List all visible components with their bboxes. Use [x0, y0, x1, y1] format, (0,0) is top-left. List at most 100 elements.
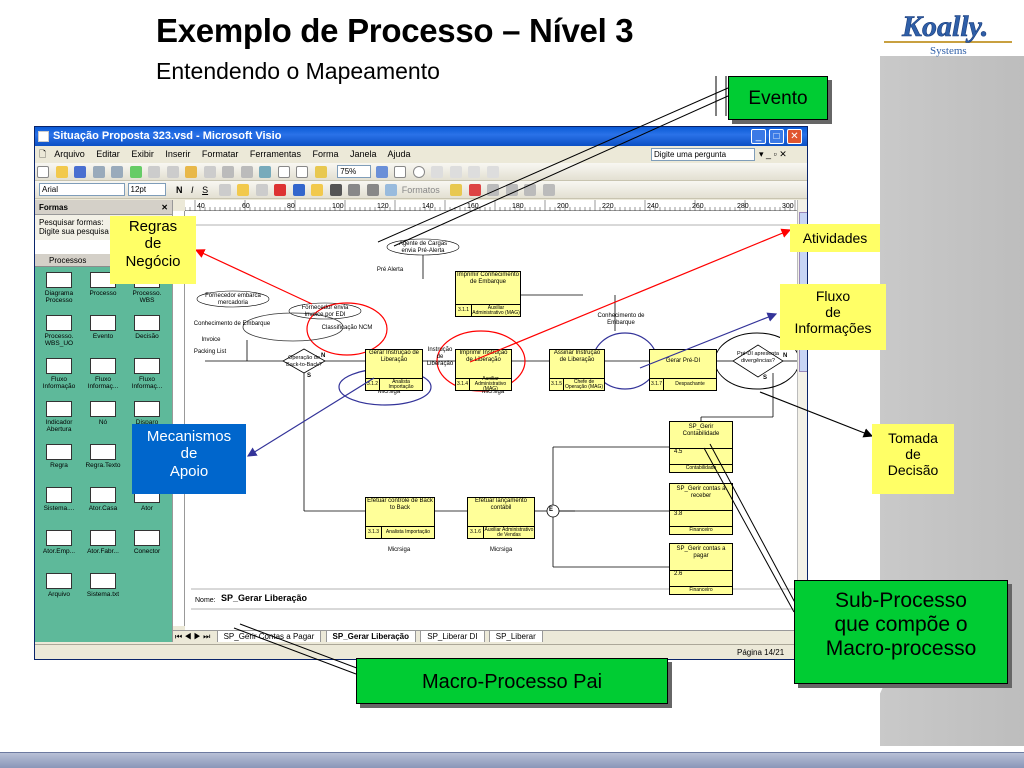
stencil-shape[interactable]: Sistema....: [37, 487, 81, 512]
tab-liberar-di[interactable]: SP_Liberar DI: [420, 631, 485, 642]
delete-icon[interactable]: [203, 166, 216, 178]
preview-icon[interactable]: [111, 166, 124, 178]
menu-editar[interactable]: Editar: [96, 149, 120, 159]
stencil-shape[interactable]: Arquivo: [37, 573, 81, 598]
stencil-shape[interactable]: Indicador Abertura: [37, 401, 81, 433]
align-right-icon[interactable]: [255, 184, 268, 196]
freeform-tool-icon[interactable]: [468, 166, 481, 178]
stencil-shape[interactable]: Regra: [37, 444, 81, 469]
menu-janela[interactable]: Janela: [350, 149, 377, 159]
text-tool-icon[interactable]: [296, 166, 309, 178]
drawing-canvas[interactable]: Agente de Cargas envia Pré-Alerta Fornec…: [185, 211, 797, 630]
formats-icon[interactable]: [385, 184, 398, 196]
undo-icon[interactable]: [222, 166, 235, 178]
group-icon[interactable]: [524, 184, 537, 196]
line-color-icon[interactable]: [292, 184, 305, 196]
redo-icon[interactable]: [240, 166, 253, 178]
menu-formatar[interactable]: Formatar: [201, 149, 239, 159]
menu-exibir[interactable]: Exibir: [131, 149, 154, 159]
tab-gerir-contas[interactable]: SP_Gerir Contas a Pagar: [216, 631, 322, 642]
stencil-shape[interactable]: Ator.Fabr...: [81, 530, 125, 555]
bold-button[interactable]: N: [176, 185, 183, 195]
theme-icon[interactable]: [450, 184, 463, 196]
copy-icon[interactable]: [166, 166, 179, 178]
menu-inserir[interactable]: Inserir: [165, 149, 191, 159]
print-icon[interactable]: [92, 166, 105, 178]
rotate-icon[interactable]: [542, 184, 555, 196]
line-pattern-icon[interactable]: [348, 184, 361, 196]
stencil-shape[interactable]: Fluxo Informaç...: [81, 358, 125, 390]
tab-liberar[interactable]: SP_Liberar: [488, 631, 543, 642]
tab-gerar-liberacao[interactable]: SP_Gerar Liberação: [325, 631, 417, 642]
italic-button[interactable]: I: [191, 185, 194, 195]
rectangle-tool-icon[interactable]: [394, 166, 407, 178]
stencil-shape[interactable]: Sistema.txt: [81, 573, 125, 598]
stencil-shape[interactable]: Conector: [125, 530, 169, 555]
font-select[interactable]: Arial: [39, 183, 125, 196]
decision-back-to-back[interactable]: Operação de Back-to-Back?: [286, 355, 322, 368]
process-name-value[interactable]: SP_Gerar Liberação: [221, 593, 308, 603]
stencil-shape[interactable]: Processo: [81, 272, 125, 297]
help-icon[interactable]: [375, 166, 388, 178]
zoom-select[interactable]: 75%: [337, 165, 372, 178]
connector-tool-icon[interactable]: [277, 166, 290, 178]
open-icon[interactable]: [55, 166, 68, 178]
close-panel-icon[interactable]: ✕: [161, 203, 168, 212]
send-back-icon[interactable]: [505, 184, 518, 196]
event-embarca[interactable]: Fornecedor embarca mercadoria: [205, 293, 261, 306]
stencil-shape[interactable]: Decisão: [125, 315, 169, 340]
help-dropdown-icon[interactable]: ▾ _ ▫ ✕: [759, 149, 787, 159]
stencil-shape[interactable]: Fluxo Informação: [37, 358, 81, 390]
font-color-icon[interactable]: [274, 184, 287, 196]
menu-ferramentas[interactable]: Ferramentas: [249, 149, 301, 159]
align-left-icon[interactable]: [218, 184, 231, 196]
event-invoice-edi[interactable]: Fornecedor envia Invoice por EDI: [301, 305, 349, 318]
menu-ajuda[interactable]: Ajuda: [387, 149, 411, 159]
spelling-icon[interactable]: [129, 166, 142, 178]
help-question-input[interactable]: Digite uma pergunta: [651, 148, 755, 161]
menu-arquivo[interactable]: Arquivo: [54, 149, 85, 159]
stencil-shape[interactable]: Fluxo Informaç...: [125, 358, 169, 390]
stencil-icon[interactable]: [314, 166, 327, 178]
pointer-tool-icon[interactable]: [259, 166, 272, 178]
new-icon[interactable]: [37, 166, 49, 178]
maximize-button[interactable]: □: [769, 129, 784, 144]
save-icon[interactable]: [74, 166, 87, 178]
menu-forma[interactable]: Forma: [312, 149, 339, 159]
underline-button[interactable]: S: [202, 185, 209, 195]
line-ends-icon[interactable]: [366, 184, 379, 196]
font-size-select[interactable]: 12pt: [127, 183, 166, 196]
paste-icon[interactable]: [185, 166, 198, 178]
formats-label[interactable]: Formatos: [401, 185, 440, 195]
stencil-shape[interactable]: Processo. WBS_UO: [37, 315, 81, 347]
doc-menu-icon[interactable]: 🗋: [39, 149, 47, 159]
fill-color-icon[interactable]: [311, 184, 324, 196]
stencil-shape[interactable]: Ator.Casa: [81, 487, 125, 512]
decision-pre-di[interactable]: Pré-DI apresenta divergências?: [737, 351, 779, 364]
arc-tool-icon[interactable]: [449, 166, 462, 178]
stencil-shape[interactable]: Diagrama Processo: [37, 272, 81, 304]
line-weight-icon[interactable]: [329, 184, 342, 196]
line-tool-icon[interactable]: [431, 166, 444, 178]
cut-icon[interactable]: [148, 166, 161, 178]
tab-nav-icon[interactable]: ⏮ ◀ ▶ ⏭: [175, 632, 211, 641]
stencil-shape[interactable]: Evento: [81, 315, 125, 340]
ellipse-tool-icon[interactable]: [412, 166, 425, 178]
minimize-button[interactable]: _: [751, 129, 766, 144]
align-center-icon[interactable]: [237, 184, 250, 196]
gateway-and[interactable]: E: [549, 507, 554, 513]
eraser-icon[interactable]: [468, 184, 481, 196]
stencil-shape[interactable]: Nó: [81, 401, 125, 426]
stencil-shape[interactable]: Disparo: [125, 401, 169, 426]
stencil-shape[interactable]: Ator.Emp...: [37, 530, 81, 555]
pencil-tool-icon[interactable]: [486, 166, 499, 178]
